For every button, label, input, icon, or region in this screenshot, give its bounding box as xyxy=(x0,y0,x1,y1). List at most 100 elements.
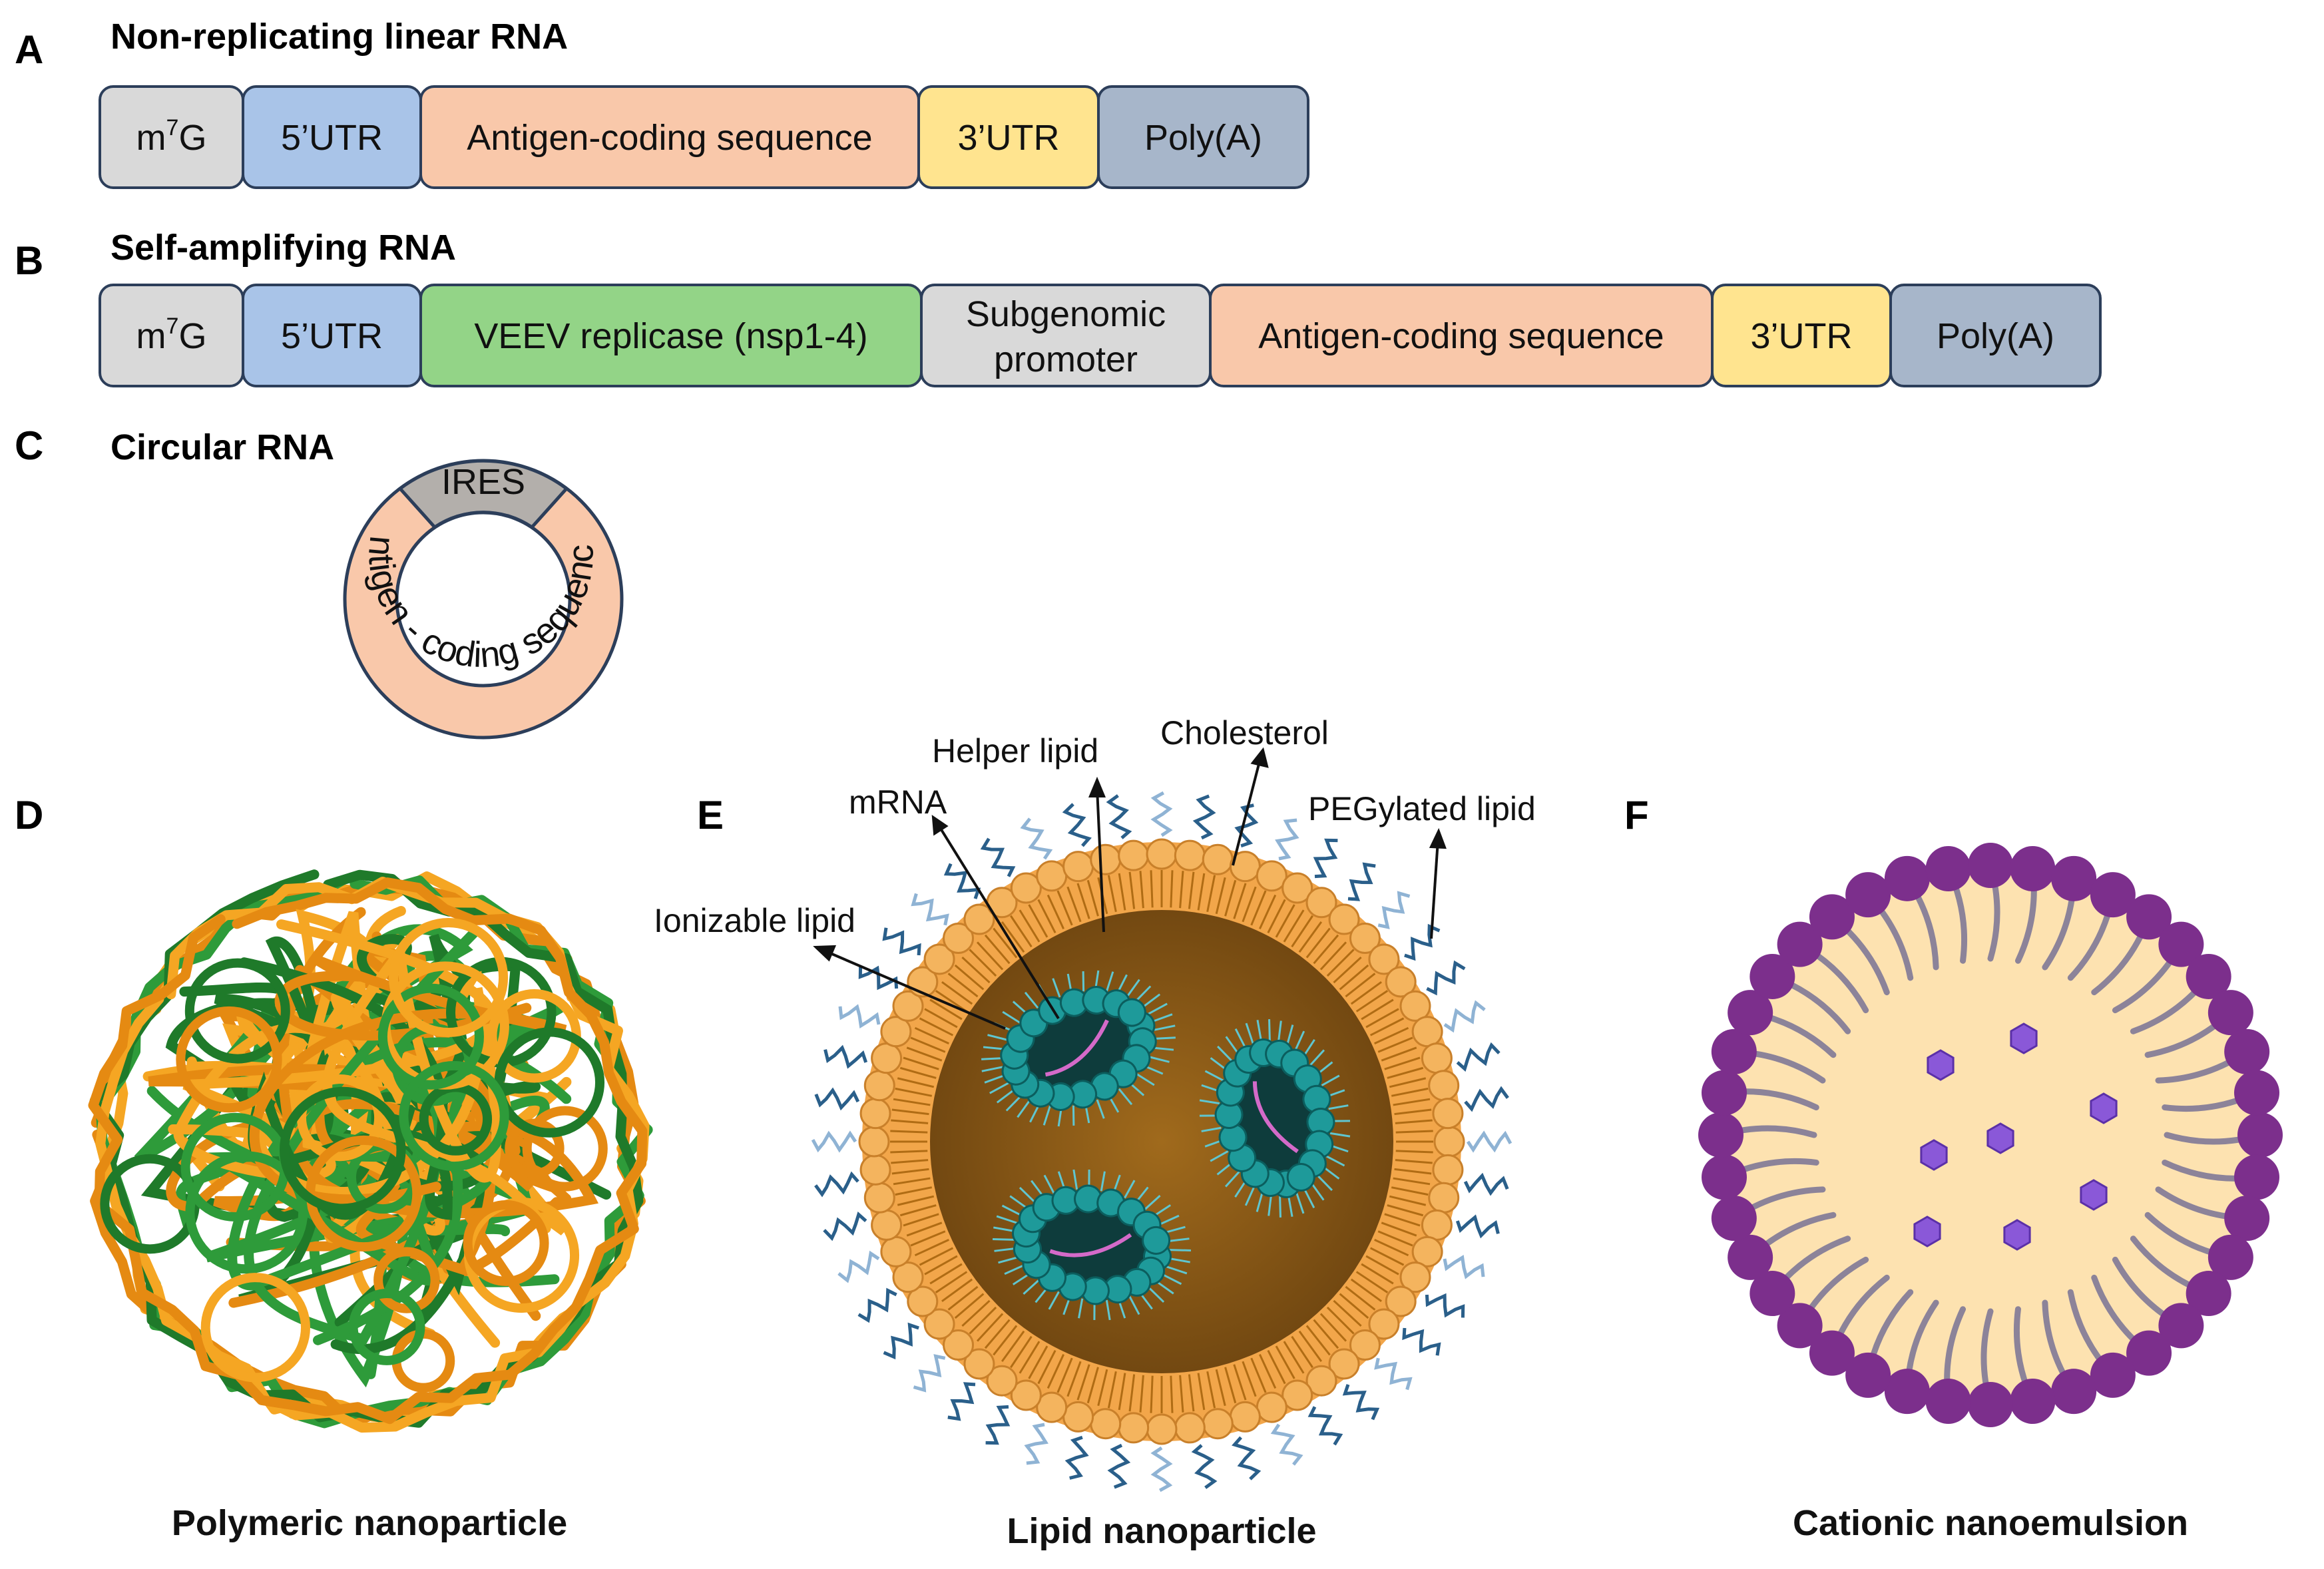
lipid-tail xyxy=(1118,873,1126,911)
ionizable-lipid-head xyxy=(1142,1226,1171,1255)
lipid-tail xyxy=(1150,1375,1154,1413)
ionizable-lipid-tail xyxy=(1043,1105,1051,1126)
lipid-tail xyxy=(1250,1357,1267,1393)
peg-lipid-chain xyxy=(883,1322,919,1360)
lipid-tail xyxy=(893,1098,931,1106)
lipid-tail xyxy=(1197,873,1206,911)
segment-label: Poly(A) xyxy=(1937,316,2054,356)
peg-lipid-chain xyxy=(1107,1443,1131,1489)
lipid-headgroup xyxy=(1411,1235,1443,1267)
lipid-tail xyxy=(1107,1371,1117,1409)
lipid-headgroup xyxy=(1399,1261,1431,1293)
cationic-headgroup xyxy=(2126,1330,2172,1376)
cargo-molecule xyxy=(1986,1122,2014,1154)
ionizable-lipid-tail xyxy=(989,1082,1009,1094)
ionizable-lipid-tail xyxy=(1144,1194,1161,1210)
lipid-tail xyxy=(1267,1349,1286,1385)
lipid-tail xyxy=(1128,871,1136,909)
ionizable-lipid-tail xyxy=(1072,1105,1075,1126)
cationic-headgroup xyxy=(1925,1379,1971,1425)
ionizable-lipid-tail xyxy=(1148,1056,1170,1063)
lipid-tail xyxy=(890,1130,928,1134)
arrowhead-mrna xyxy=(931,814,949,836)
lipid-tail xyxy=(1010,1335,1033,1369)
lipid-tail xyxy=(1275,1345,1295,1379)
peg-lipid-chain xyxy=(823,1212,867,1241)
cationic-headgroup xyxy=(1968,843,2013,888)
segment-label: Antigen-coding sequence xyxy=(467,118,872,158)
lipid-tail xyxy=(891,1108,929,1116)
peg-lipid-chain xyxy=(1064,1435,1089,1480)
cationic-headgroup xyxy=(2126,894,2172,940)
cationic-headgroup xyxy=(1749,953,1795,999)
lipid-tail xyxy=(1233,1364,1247,1401)
lipid-tail xyxy=(1233,883,1247,919)
label-mrna: mRNA xyxy=(849,784,947,821)
cargo-molecule xyxy=(1913,1216,1941,1247)
lipid-headgroup xyxy=(1174,1412,1206,1444)
cargo-molecule xyxy=(2080,1179,2108,1211)
lipid-tail xyxy=(1242,886,1257,923)
lipid-tail xyxy=(1345,973,1376,998)
ionizable-lipid-tail xyxy=(1148,1286,1165,1303)
lipid-tail xyxy=(1170,1375,1174,1413)
label-helper-lipid: Helper lipid xyxy=(932,732,1098,770)
cationic-headgroup xyxy=(1809,894,1855,940)
peg-lipid-chain xyxy=(1191,1444,1218,1489)
lipid-tail xyxy=(1076,1364,1090,1401)
panel-letter-f: F xyxy=(1624,793,1649,837)
ionizable-lipid-tail xyxy=(1321,1074,1340,1086)
ionizable-lipid-tail xyxy=(983,1046,1005,1050)
polymeric-nanoparticle xyxy=(88,869,653,1433)
lipid-headgroup xyxy=(986,1365,1018,1397)
lipid-headgroup xyxy=(1010,872,1042,904)
lipid-headgroup xyxy=(1202,843,1234,875)
lipid-tail xyxy=(976,1313,1004,1342)
panel-c-title: Circular RNA xyxy=(111,427,334,467)
lipid-headgroup xyxy=(1118,839,1150,871)
lipid-headgroup xyxy=(1433,1126,1465,1158)
lipid-tail xyxy=(1056,890,1073,926)
lipid-headgroup xyxy=(892,1261,924,1293)
lipid-tail xyxy=(891,1159,929,1164)
ionizable-lipid-tail xyxy=(1234,1028,1246,1048)
lipid-tail xyxy=(1291,915,1313,948)
lipid-tail xyxy=(1056,1357,1073,1393)
lipid-tail xyxy=(1313,934,1339,965)
lipid-tail xyxy=(1394,1168,1432,1175)
lipid-headgroup xyxy=(1411,1016,1443,1048)
cargo-molecule xyxy=(2010,1022,2038,1054)
lipid-tail xyxy=(993,927,1018,959)
lipid-tail xyxy=(897,1077,935,1088)
cationic-headgroup xyxy=(1777,921,1823,967)
lipid-headgroup xyxy=(1428,1070,1460,1102)
lipid-tail xyxy=(1001,1330,1025,1362)
peg-lipid-chain xyxy=(1456,1042,1501,1072)
lipid-tail xyxy=(1381,1046,1417,1062)
ionizable-lipid-tail xyxy=(1256,1191,1264,1212)
lipid-tail xyxy=(969,1306,997,1335)
peg-lipid-chain xyxy=(1275,818,1299,861)
lipid-tail xyxy=(1355,990,1389,1012)
lipid-tail xyxy=(1395,1119,1433,1124)
lipid-tail xyxy=(935,990,968,1012)
lipid-tail xyxy=(929,1263,963,1285)
segment-label: 3’UTR xyxy=(1750,316,1852,356)
panel-b-title: Self-amplifying RNA xyxy=(111,228,456,268)
ionizable-lipid-tail xyxy=(996,1215,1017,1224)
lipid-tail xyxy=(891,1168,929,1175)
lipid-headgroup xyxy=(1399,990,1431,1022)
mrna-micelle xyxy=(981,970,1176,1127)
lipid-headgroup xyxy=(1174,839,1206,871)
lipid-tail xyxy=(893,1177,931,1186)
peg-lipid-chain xyxy=(1307,1406,1343,1446)
lipid-headgroup xyxy=(923,1308,955,1340)
lipid-tail xyxy=(947,1285,979,1311)
lipid-headgroup xyxy=(943,1329,975,1361)
cationic-headgroup xyxy=(1777,1303,1823,1349)
lipid-headgroup xyxy=(1305,1365,1337,1397)
lipid-headgroup xyxy=(1349,1329,1381,1361)
lipid-tail xyxy=(1242,1361,1257,1397)
ionizable-lipid-tail xyxy=(1128,1295,1140,1315)
